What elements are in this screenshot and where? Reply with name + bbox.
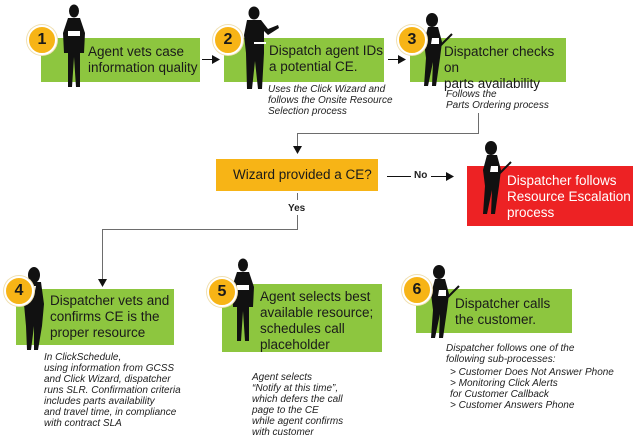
connector-yes-v xyxy=(102,229,103,281)
yes-label: Yes xyxy=(288,203,306,214)
escalation-box[interactable]: Dispatcher follows Resource Escalation p… xyxy=(467,166,633,226)
decision-text: Wizard provided a CE? xyxy=(233,167,372,182)
subprocess-list: > Customer Does Not Answer Phone > Monit… xyxy=(450,367,614,411)
step-4-note: In ClickSchedule, using information from… xyxy=(44,352,181,429)
phone-woman-icon xyxy=(483,141,512,214)
connector-yes-a xyxy=(297,193,298,200)
step-3-text: Dispatcher checks on parts availability xyxy=(444,44,555,91)
connector-1-2 xyxy=(202,59,214,60)
arrowhead-decision xyxy=(293,146,302,154)
decision-box[interactable]: Wizard provided a CE? xyxy=(216,159,378,191)
connector-yes-b xyxy=(297,215,298,230)
connector-3-decision-h xyxy=(297,133,479,134)
step-3-badge: 3 xyxy=(397,25,427,55)
arrowhead-step4 xyxy=(98,279,107,287)
connector-yes-h xyxy=(102,229,298,230)
connector-3-decision xyxy=(478,113,479,134)
businessman-icon xyxy=(63,4,85,87)
no-label: No xyxy=(414,170,428,181)
step-2-text: Dispatch agent IDs a potential CE. xyxy=(269,43,384,74)
step-3-note: Follows the Parts Ordering process xyxy=(446,89,549,111)
subprocess-item[interactable]: > Monitoring Click Alerts for Customer C… xyxy=(450,378,558,400)
arrowhead-no xyxy=(446,172,454,181)
arrowhead-1-2 xyxy=(212,55,220,64)
step-6-note: Dispatcher follows one of the following … xyxy=(446,343,575,365)
escalation-text: Dispatcher follows Resource Escalation p… xyxy=(507,173,631,220)
connector-no-b xyxy=(431,176,447,177)
step-2-note: Uses the Click Wizard and follows the On… xyxy=(268,84,393,117)
step-1-badge: 1 xyxy=(27,25,57,55)
connector-no-a xyxy=(387,176,411,177)
subprocess-item[interactable]: > Customer Answers Phone xyxy=(450,400,575,411)
arrowhead-2-3 xyxy=(398,55,406,64)
step-5-text: Agent selects best available resource; s… xyxy=(260,289,374,352)
phone-woman-icon xyxy=(424,13,453,86)
subprocess-item[interactable]: > Customer Does Not Answer Phone xyxy=(450,367,614,378)
step-4-badge: 4 xyxy=(4,276,34,306)
step-2-badge: 2 xyxy=(213,25,243,55)
step-5-note: Agent selects “Notify at this time”, whi… xyxy=(252,372,344,438)
step-6-text: Dispatcher calls the customer. xyxy=(455,296,551,327)
step-1-text: Agent vets case information quality xyxy=(88,44,198,75)
presenter-icon xyxy=(244,6,279,89)
connector-2-3 xyxy=(388,59,400,60)
step-6-badge: 6 xyxy=(402,275,432,305)
step-5-badge: 5 xyxy=(207,277,237,307)
businessman-icon xyxy=(232,258,254,341)
connector-3-decision-v xyxy=(297,133,298,149)
step-4-text: Dispatcher vets and confirms CE is the p… xyxy=(50,293,170,340)
phone-woman-icon xyxy=(431,265,460,338)
